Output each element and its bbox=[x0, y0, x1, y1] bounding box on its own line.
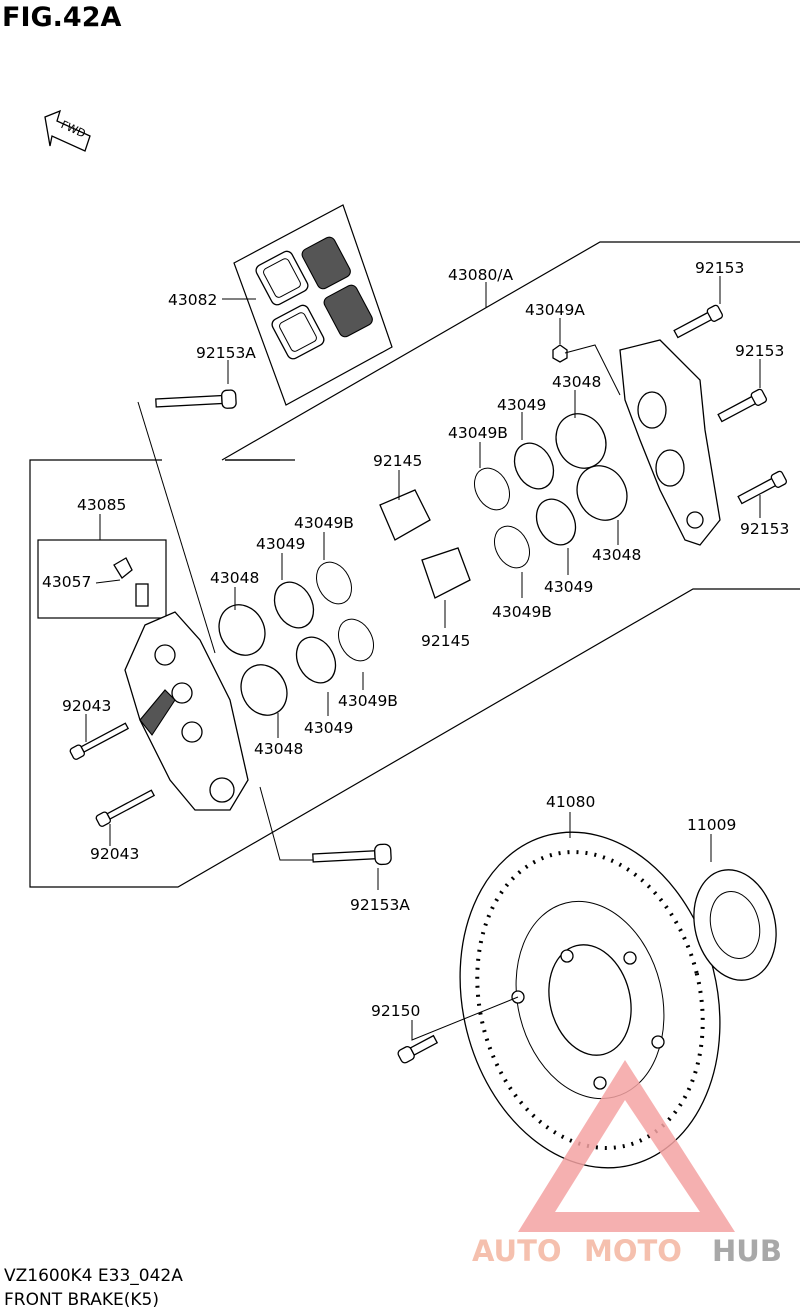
label-43049B-l1: 43049B bbox=[294, 514, 354, 532]
label-92150: 92150 bbox=[371, 1002, 420, 1020]
hub-gasket bbox=[693, 869, 777, 981]
label-43057: 43057 bbox=[42, 573, 91, 591]
label-43085: 43085 bbox=[77, 496, 126, 514]
label-92043-top: 92043 bbox=[62, 697, 111, 715]
label-43049B-l2: 43049B bbox=[338, 692, 398, 710]
part-labels: 43082 92153A 43080/A 43049A 92153 92153 … bbox=[42, 259, 789, 1020]
brake-pad-set bbox=[233, 204, 393, 406]
label-43049A: 43049A bbox=[525, 301, 585, 319]
label-43080A: 43080/A bbox=[448, 266, 514, 284]
figure-title: FIG.42A bbox=[2, 2, 122, 33]
bleeder-valve bbox=[113, 557, 149, 607]
label-43049B-r2: 43049B bbox=[492, 603, 552, 621]
label-11009: 11009 bbox=[687, 816, 736, 834]
label-92145-top: 92145 bbox=[373, 452, 422, 470]
label-92153A-top: 92153A bbox=[196, 344, 256, 362]
label-43048-l1: 43048 bbox=[210, 569, 259, 587]
section-name: FRONT BRAKE(K5) bbox=[4, 1290, 160, 1310]
label-43049B-r1: 43049B bbox=[448, 424, 508, 442]
label-92153-3: 92153 bbox=[740, 520, 789, 538]
caliper-bolts-92153 bbox=[673, 304, 788, 505]
brake-disc bbox=[459, 831, 721, 1169]
watermark-moto: MOTO bbox=[584, 1234, 682, 1268]
right-pistons-and-seals bbox=[473, 413, 628, 569]
label-43049-l1: 43049 bbox=[256, 535, 305, 553]
label-43049-r1: 43049 bbox=[497, 396, 546, 414]
watermark-logo: AUTO MOTO HUB bbox=[472, 1060, 782, 1268]
bleeder-kit-frame bbox=[37, 539, 167, 619]
label-92153-2: 92153 bbox=[735, 342, 784, 360]
label-43049-l2: 43049 bbox=[304, 719, 353, 737]
label-43082: 43082 bbox=[168, 291, 217, 309]
label-43049-r2: 43049 bbox=[544, 578, 593, 596]
model-code: VZ1600K4 E33_042A bbox=[4, 1266, 183, 1286]
label-92153-1: 92153 bbox=[695, 259, 744, 277]
leader-lines bbox=[85, 276, 761, 1041]
watermark-hub: HUB bbox=[712, 1234, 782, 1268]
caliper-assembly-frame bbox=[29, 241, 800, 888]
disc-bolt bbox=[397, 1034, 439, 1064]
caliper-bolts-92043 bbox=[69, 722, 156, 827]
forward-arrow-icon: FWD bbox=[44, 109, 91, 152]
left-pistons-and-seals bbox=[218, 561, 375, 716]
pad-springs bbox=[379, 489, 471, 599]
label-43048-l2: 43048 bbox=[254, 740, 303, 758]
left-caliper-body bbox=[124, 611, 249, 811]
label-43048-r2: 43048 bbox=[592, 546, 641, 564]
label-92043-bot: 92043 bbox=[90, 845, 139, 863]
bleeder-nut bbox=[552, 344, 568, 363]
right-caliper-body bbox=[619, 339, 721, 546]
mounting-bolt-top bbox=[155, 389, 237, 409]
label-92153A-bot: 92153A bbox=[350, 896, 410, 914]
watermark-auto: AUTO bbox=[472, 1234, 562, 1268]
label-43048-r1: 43048 bbox=[552, 373, 601, 391]
mounting-bolt-bottom bbox=[312, 843, 392, 866]
label-92145-bot: 92145 bbox=[421, 632, 470, 650]
label-41080: 41080 bbox=[546, 793, 595, 811]
